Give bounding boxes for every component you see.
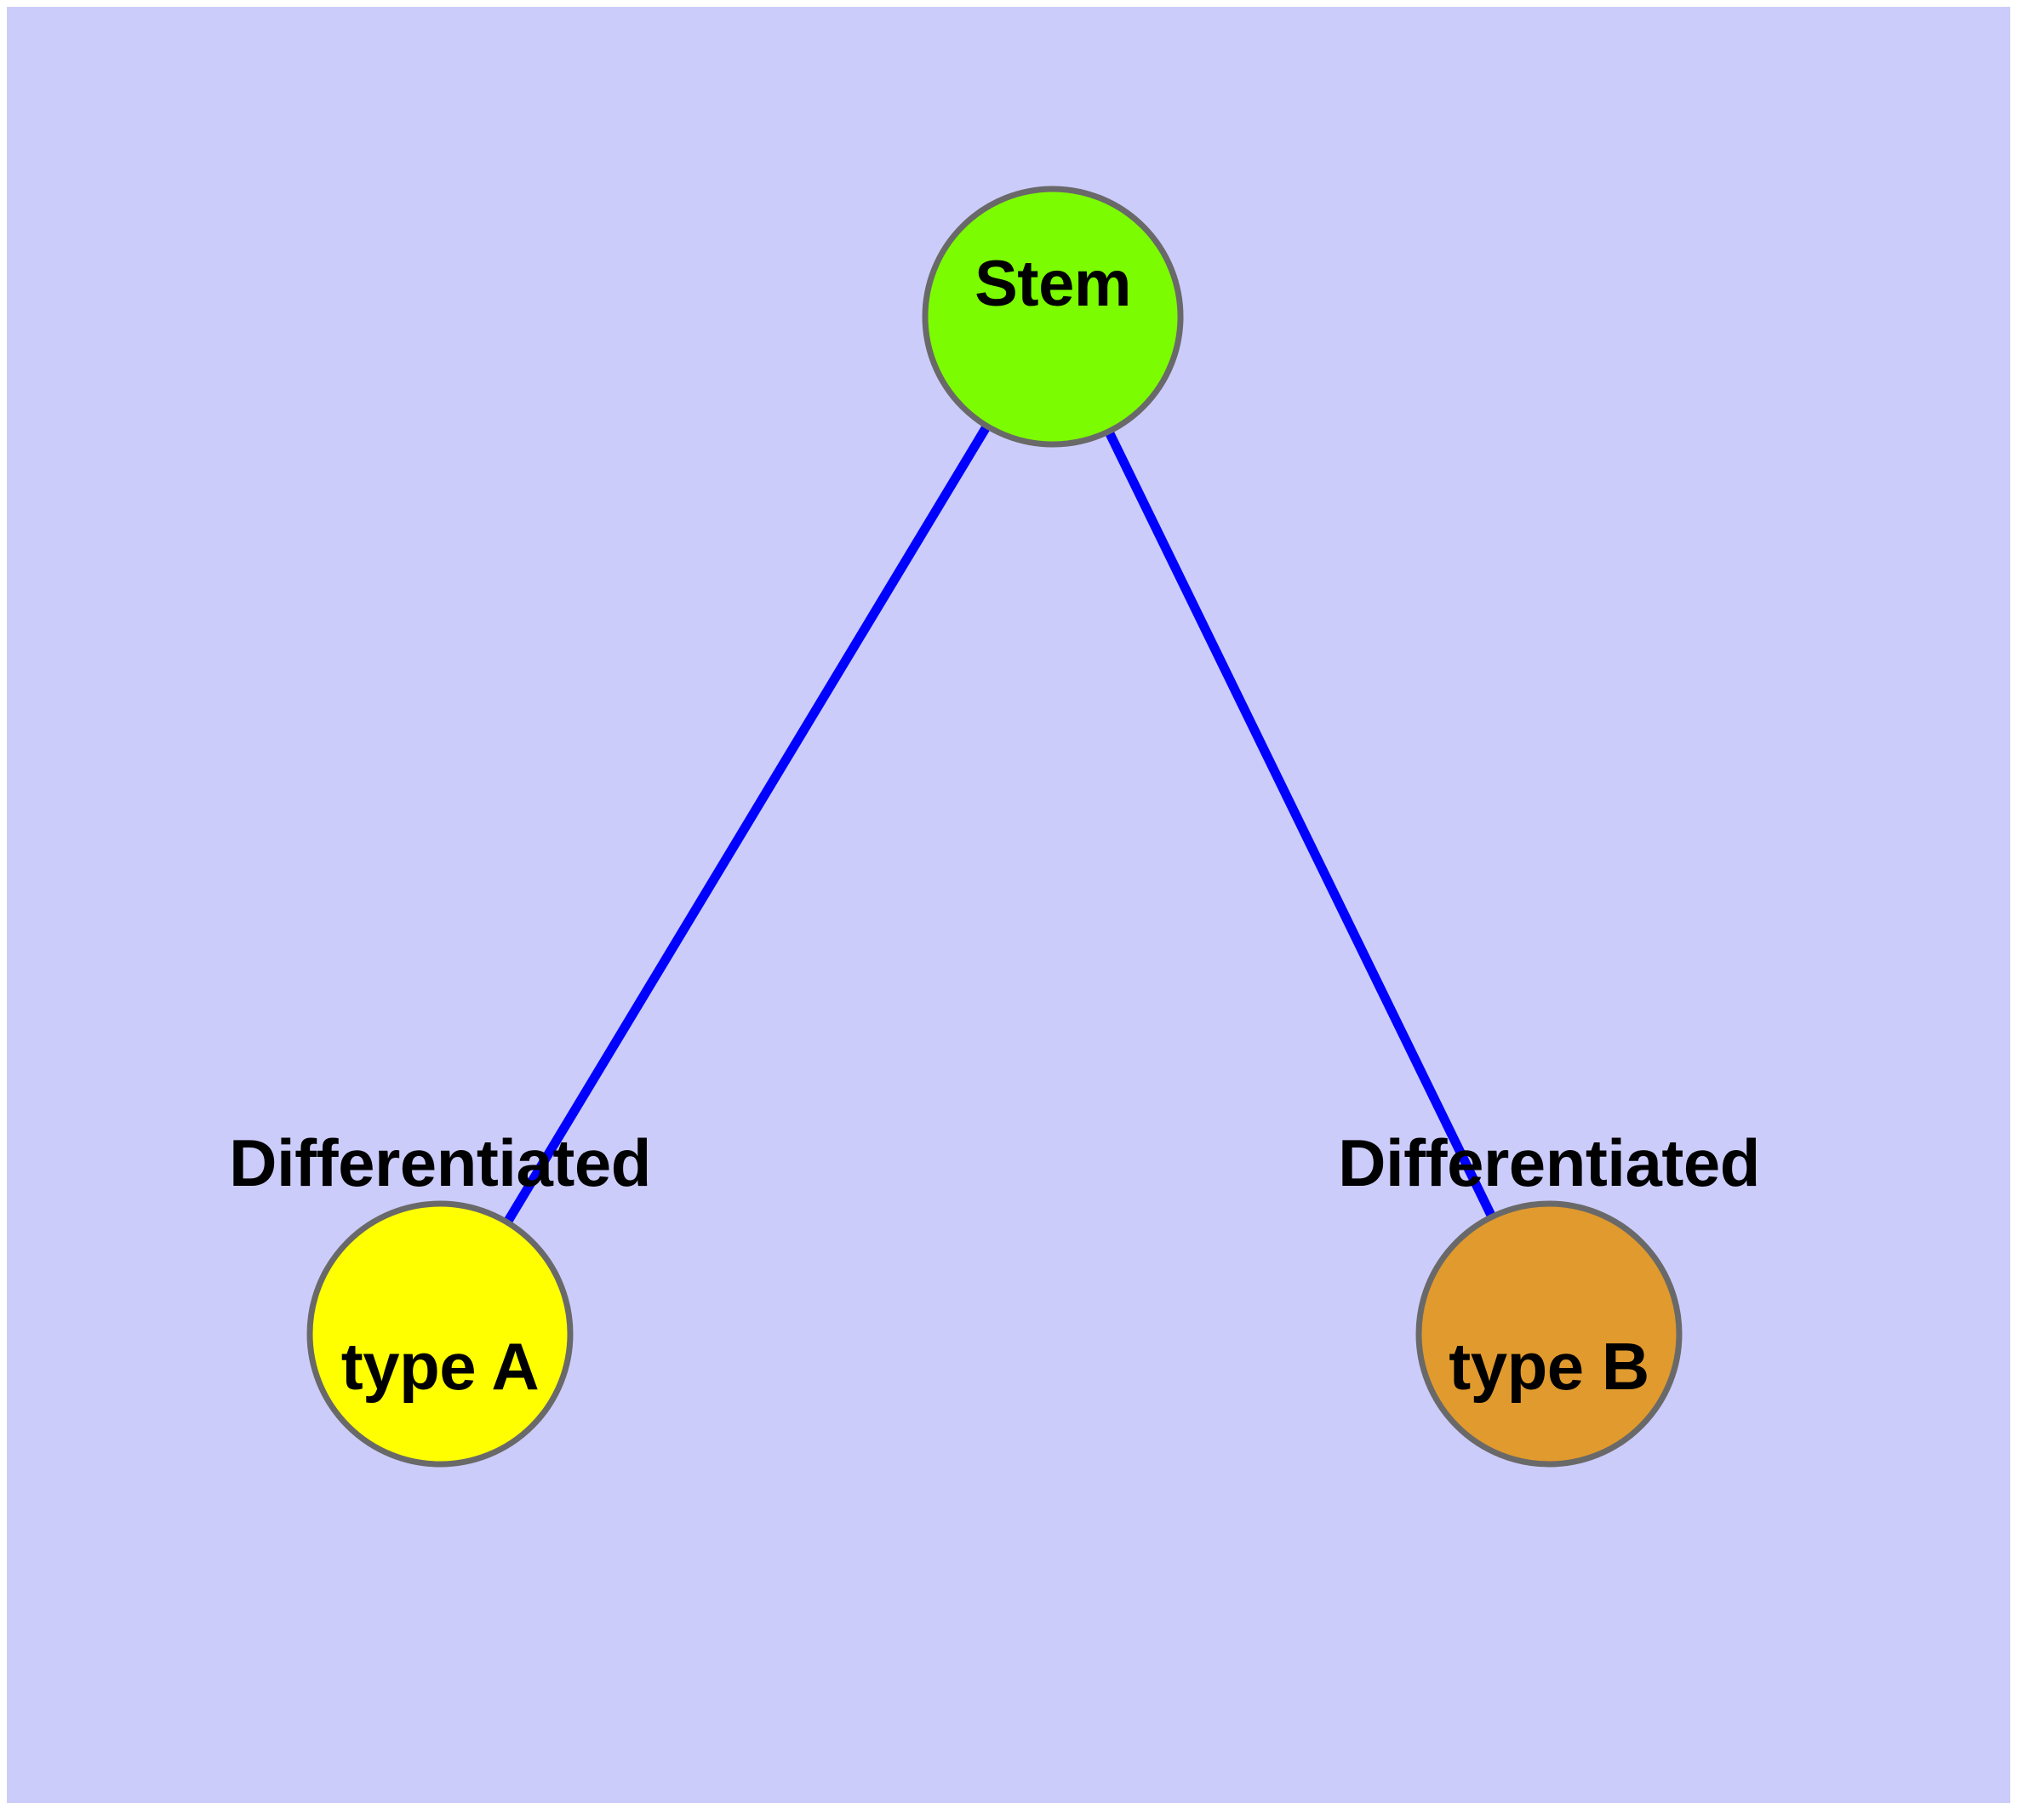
- edge-stem-to-differentiated-type-b: [1049, 314, 1553, 1336]
- node-differentiated-type-b[interactable]: [1415, 1200, 1683, 1468]
- edge-stem-to-differentiated-type-a: [436, 314, 1057, 1336]
- node-stem[interactable]: [922, 186, 1184, 448]
- graph-svg: [306, 186, 1683, 1468]
- graph-plot-area: Stem Differentiated type A Differentiate…: [7, 7, 2010, 1803]
- nodes-layer: [306, 186, 1683, 1468]
- node-differentiated-type-a[interactable]: [306, 1200, 574, 1468]
- edges-layer: [436, 314, 1553, 1336]
